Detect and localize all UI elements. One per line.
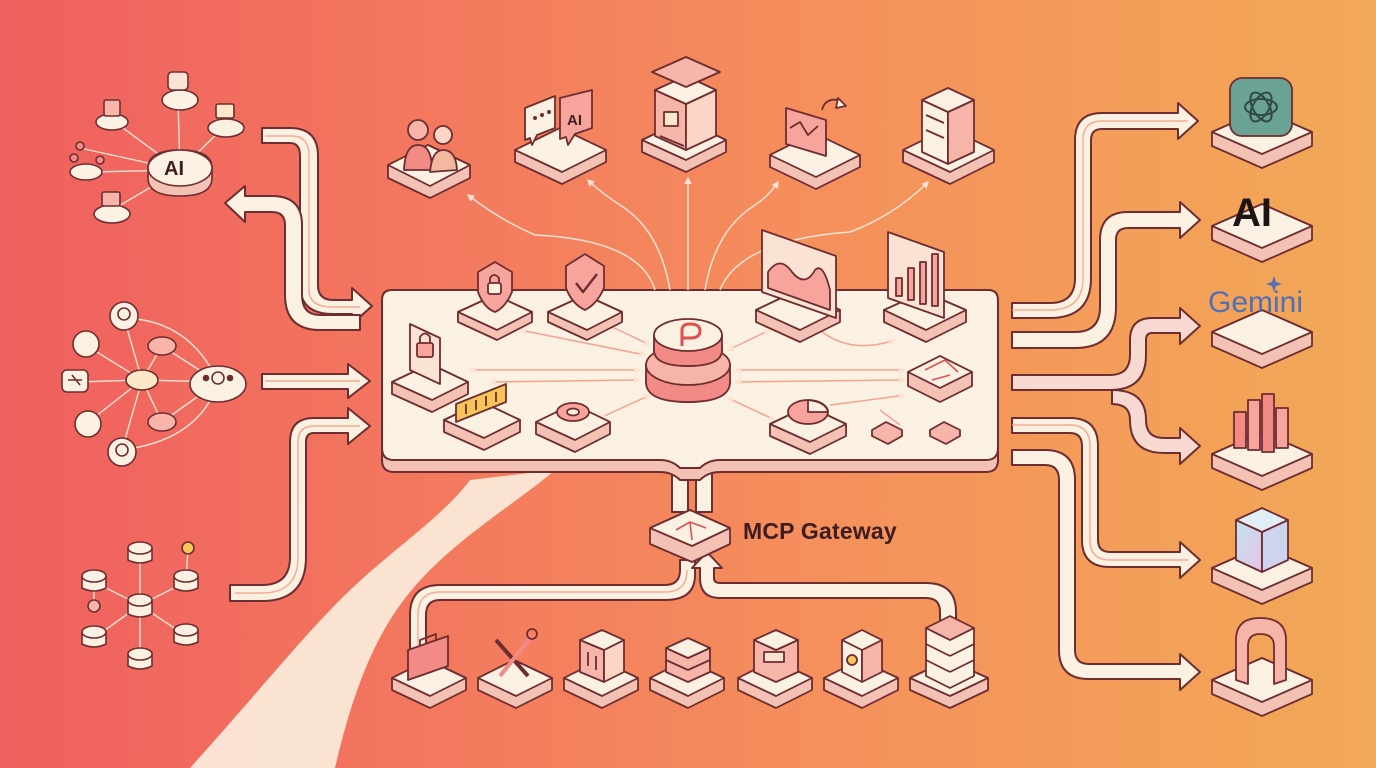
top-fan-arrows (466, 176, 930, 291)
gear-icon (535, 402, 611, 453)
gateway-router-icon (649, 509, 731, 563)
routing-icon (907, 355, 973, 403)
message-bar-icon (443, 383, 521, 451)
ai-hub-label: AI (164, 158, 184, 180)
bar-cubes-icon (1211, 393, 1313, 491)
padlock-icon (391, 323, 469, 413)
small-tile-2 (929, 421, 961, 445)
briefcase-icon (391, 633, 467, 709)
shield-lock-icon (457, 261, 533, 341)
flow-arrow-right-anthropic (1011, 201, 1201, 349)
flow-arrow-left-top (261, 127, 373, 325)
openai-logo-icon (1211, 77, 1313, 169)
flow-arrow-right-glass (1011, 417, 1201, 579)
flow-arrow-left-bottom (229, 407, 371, 602)
flow-arrow-left-return (224, 185, 361, 331)
gemini-label: Gemini (1208, 286, 1303, 319)
server-rack-icon (902, 87, 995, 185)
building-icon (563, 629, 639, 709)
ai-hub-icon: AI (69, 71, 245, 224)
server-cube-icon (641, 56, 727, 173)
server-gear-icon (823, 629, 899, 709)
small-tile-1 (871, 421, 903, 445)
user-group-icon (387, 119, 471, 199)
knowledge-graph-icon (61, 301, 247, 467)
server-stack-icon (909, 615, 989, 709)
ai-chat-icon: AI (514, 89, 607, 185)
flow-arrow-bottom-right (691, 551, 957, 631)
glass-cube-icon (1211, 507, 1313, 605)
database-network-icon (81, 541, 199, 670)
tools-icon (477, 628, 553, 709)
monitor-chart-icon (755, 229, 841, 343)
gateway-core-icon (645, 318, 731, 403)
flow-arrow-right-openai (1011, 102, 1199, 319)
platform-connectors (468, 324, 907, 426)
anthropic-logo-icon: AI (1211, 191, 1313, 263)
background-road (190, 470, 555, 768)
gemini-logo-icon: Gemini (1208, 276, 1313, 369)
chart-analytics-icon (769, 97, 861, 190)
agent-card-label: AI (567, 112, 582, 129)
gateway-label: MCP Gateway (743, 518, 897, 544)
anthropic-label: AI (1232, 191, 1272, 235)
flow-arrow-right-gemini (1011, 307, 1201, 391)
bar-chart-icon (883, 231, 967, 343)
flow-arrow-right-arch (1011, 449, 1201, 691)
storage-icon (737, 629, 813, 709)
database-icon (649, 637, 725, 709)
flow-arrow-right-cubes (1111, 389, 1201, 465)
pie-chart-icon (769, 399, 847, 455)
flow-arrow-bottom-left (409, 559, 696, 651)
arch-icon (1211, 617, 1313, 717)
shield-check-icon (547, 253, 623, 341)
